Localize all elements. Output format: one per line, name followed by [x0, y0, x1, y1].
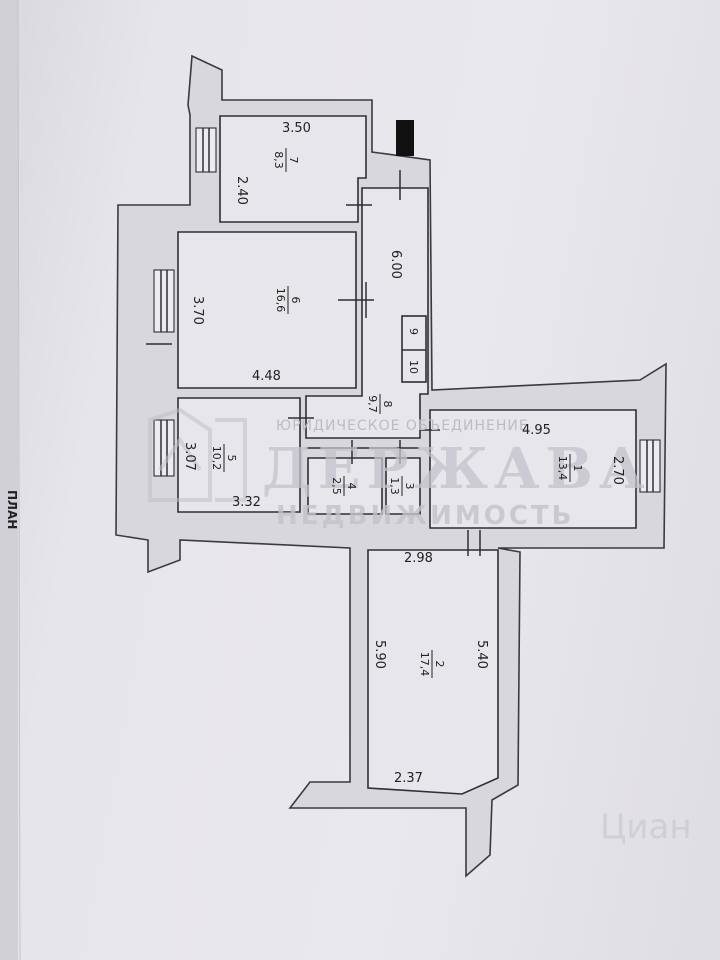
- dim-3-32: 3.32: [232, 495, 261, 510]
- room-8: [305, 187, 429, 439]
- room-9-10-closet: [401, 315, 427, 383]
- windows: [153, 127, 661, 493]
- rooms-group: [177, 115, 637, 795]
- window-room-1: [639, 439, 661, 493]
- watermark-line2: ДЕРЖАВА: [262, 436, 651, 502]
- watermark: ЮРИДИЧЕСКОЕ ОБЪЕДИНЕНИЕ ДЕРЖАВА НЕДВИЖИМ…: [148, 407, 692, 847]
- room-3: [385, 457, 421, 515]
- dim-6-00: 6.00: [388, 250, 403, 279]
- dim-3-50: 3.50: [282, 121, 311, 136]
- window-room-6: [153, 269, 175, 333]
- svg-text:16,6: 16,6: [274, 288, 287, 313]
- dim-2-70: 2.70: [610, 456, 625, 485]
- svg-text:3: 3: [403, 483, 416, 490]
- svg-text:2: 2: [433, 661, 446, 668]
- dim-2-37: 2.37: [394, 771, 423, 786]
- svg-text:13,4: 13,4: [556, 456, 569, 481]
- room-3-label: 3 1,3: [388, 476, 416, 496]
- room-4: [307, 457, 383, 515]
- svg-text:1: 1: [571, 465, 584, 472]
- dim-2-98: 2.98: [404, 551, 433, 566]
- svg-text:8,3: 8,3: [272, 151, 285, 169]
- room-2: [367, 549, 499, 795]
- svg-text:4: 4: [345, 483, 358, 490]
- dim-3-70: 3.70: [190, 296, 205, 325]
- dim-5-90: 5.90: [372, 640, 387, 669]
- room-6: [177, 231, 357, 389]
- svg-text:6: 6: [289, 297, 302, 304]
- paper-edge: [0, 0, 18, 960]
- room-4-label: 4 2,5: [330, 476, 358, 496]
- room-1: [429, 409, 637, 529]
- svg-text:7: 7: [287, 157, 300, 164]
- room-6-label: 6 16,6: [274, 286, 302, 314]
- room-2-label: 2 17,4: [418, 650, 446, 678]
- watermark-emblem: [148, 407, 247, 502]
- room-1-label: 1 13,4: [556, 454, 584, 482]
- room-labels: 7 8,3 6 16,6 5 10,2 8 9,7 4 2,5 3 1,3: [210, 148, 584, 678]
- watermark-logo: Циан: [600, 807, 692, 847]
- svg-text:2,5: 2,5: [330, 477, 343, 495]
- room-9-label: 9: [407, 328, 420, 335]
- dim-4-95: 4.95: [522, 423, 551, 438]
- paper-edge-line: [17, 0, 21, 960]
- dim-3-07: 3.07: [182, 442, 197, 471]
- room-7: [219, 115, 367, 223]
- watermark-line1: ЮРИДИЧЕСКОЕ ОБЪЕДИНЕНИЕ: [276, 418, 529, 434]
- dim-2-40: 2.40: [234, 176, 249, 205]
- door-marks: [146, 170, 481, 556]
- svg-text:10,2: 10,2: [210, 446, 223, 471]
- dim-4-48: 4.48: [252, 369, 281, 384]
- dimension-labels: 3.50 2.40 6.00 3.70 4.48 3.07 3.32 4.95 …: [182, 121, 625, 786]
- window-room-7: [195, 127, 217, 173]
- watermark-line3: НЕДВИЖИМОСТЬ: [276, 501, 574, 531]
- edge-text: ПЛАН: [5, 490, 19, 529]
- marker-block: [396, 120, 414, 156]
- svg-text:1,3: 1,3: [388, 477, 401, 495]
- room-8-label: 8 9,7: [366, 394, 394, 414]
- room-7-label: 7 8,3: [272, 148, 300, 172]
- svg-text:9,7: 9,7: [366, 395, 379, 413]
- svg-text:8: 8: [381, 401, 394, 408]
- room-5-label: 5 10,2: [210, 444, 238, 472]
- svg-text:17,4: 17,4: [418, 652, 431, 677]
- dim-5-40: 5.40: [474, 640, 489, 669]
- room-10-label: 10: [407, 360, 420, 374]
- svg-text:5: 5: [225, 455, 238, 462]
